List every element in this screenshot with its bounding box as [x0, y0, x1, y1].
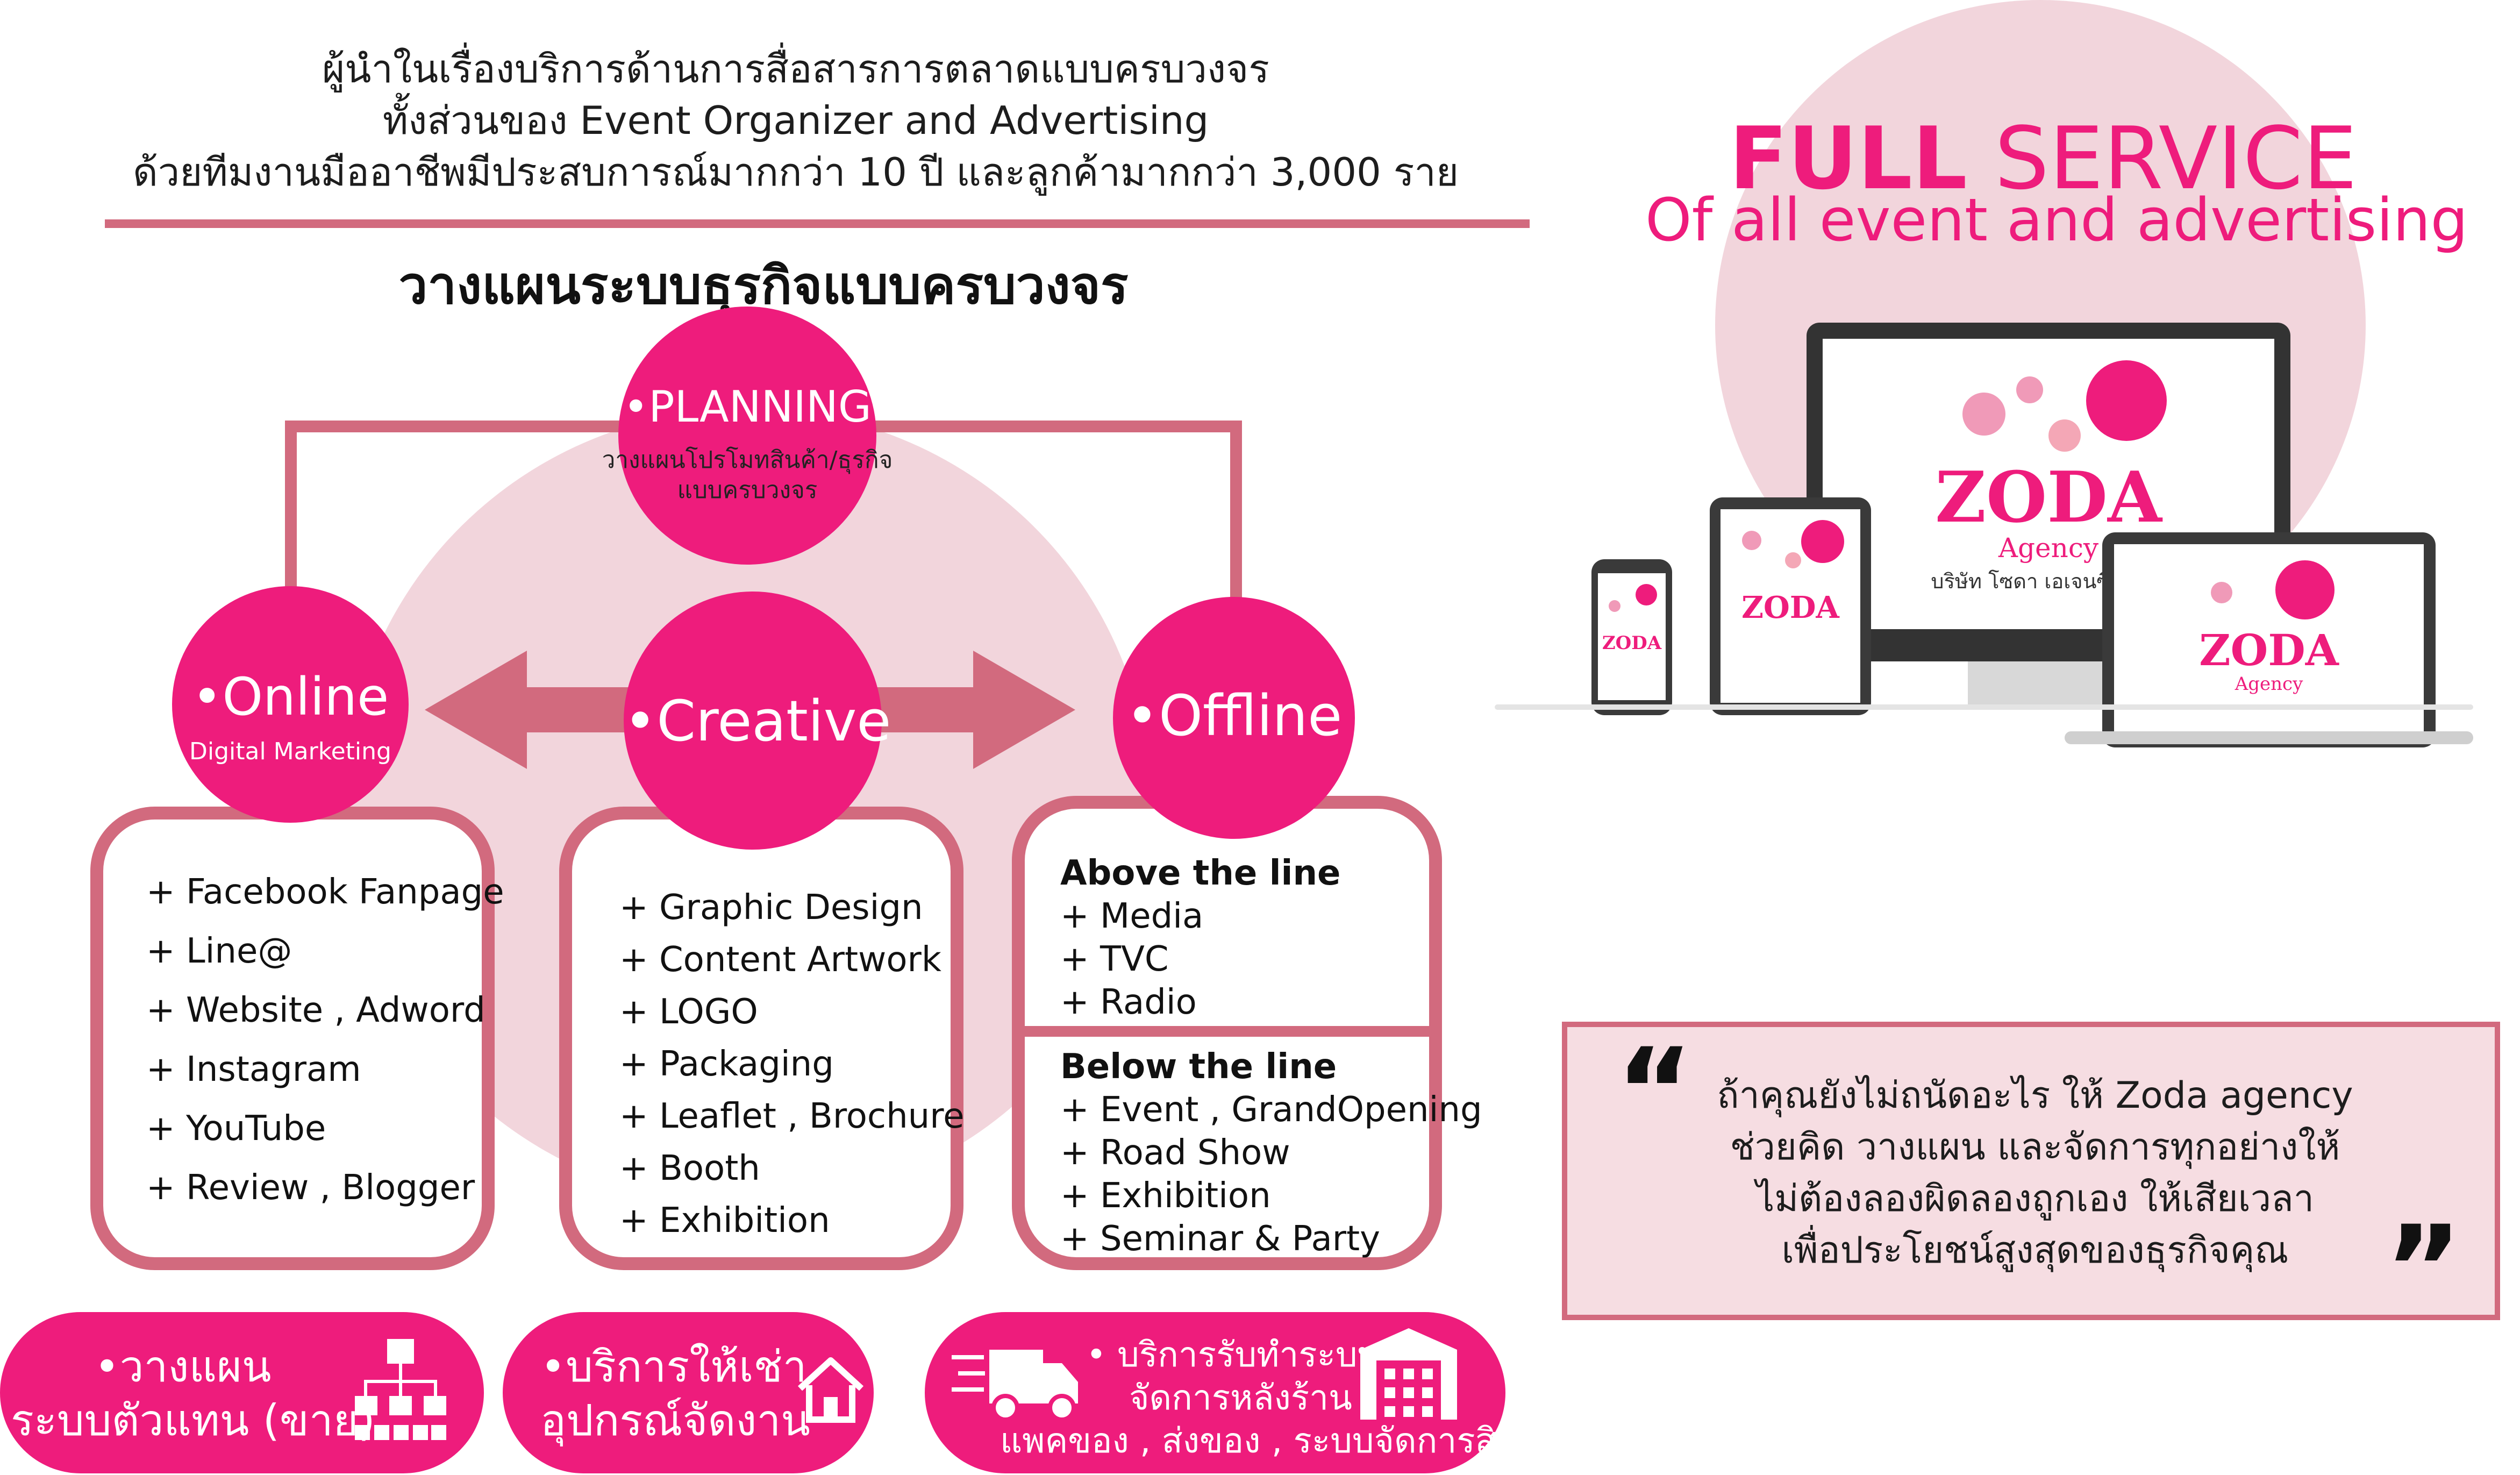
tablet-brand: ZODA — [1741, 590, 1839, 625]
online-sub: Digital Marketing — [189, 738, 391, 765]
house-icon — [797, 1357, 864, 1423]
creative-box: + Graphic Design + Content Artwork + LOG… — [559, 807, 965, 1270]
phone-brand: ZODA — [1602, 632, 1662, 654]
below-line-heading: Below the line — [1060, 1047, 1337, 1087]
hero-title: FULL SERVICE — [1694, 113, 2393, 204]
quote-line: ไม่ต้องลองผิดลองถูกเอง ให้เสียเวลา — [1756, 1178, 2314, 1220]
bubble-decor — [2211, 582, 2232, 603]
service-fulfillment-line-1: • บริการรับทำระบบ — [1086, 1335, 1380, 1375]
laptop-brand: ZODA — [2199, 625, 2339, 675]
service-fulfillment-line-2: จัดการหลังร้าน — [1129, 1378, 1352, 1418]
intro-line-2: ทั้งส่วนของ Event Organizer and Advertis… — [382, 98, 1209, 143]
creative-item: + Packaging — [619, 1044, 834, 1084]
bubble-decor — [2048, 419, 2081, 452]
tablet-screen: ZODA — [1721, 509, 1860, 703]
warehouse-icon — [1360, 1328, 1457, 1420]
quote-line: ถ้าคุณยังไม่ถนัดอะไร ให้ Zoda agency — [1717, 1074, 2353, 1117]
online-item: + Facebook Fanpage — [146, 872, 504, 912]
laptop-base — [2065, 731, 2473, 744]
above-line-heading: Above the line — [1060, 853, 1341, 893]
delivery-truck-icon — [952, 1350, 1078, 1422]
above-line-item: + Media — [1060, 896, 1204, 936]
service-agent-pill: •วางแผน ระบบตัวแทน (ขาย) — [0, 1312, 484, 1473]
phone-screen: ZODA — [1598, 573, 1666, 700]
creative-item: + Exhibition — [619, 1201, 830, 1241]
offline-box: Above the line + Media + TVC + Radio Bel… — [1012, 796, 1482, 1270]
bracket-right — [1230, 421, 1242, 614]
org-chart-icon — [355, 1339, 446, 1440]
creative-item: + Leaflet , Brochure — [619, 1096, 965, 1136]
intro-line-3: ด้วยทีมงานมืออาชีพมีประสบการณ์มากกว่า 10… — [133, 149, 1459, 195]
online-label: •Online — [191, 667, 389, 727]
bubble-decor — [1801, 520, 1844, 563]
below-line-item: + Seminar & Party — [1060, 1219, 1380, 1259]
intro-divider — [105, 219, 1530, 228]
quote-line: เพื่อประโยชน์สูงสุดของธุรกิจคุณ — [1781, 1229, 2289, 1272]
offline-label: •Offline — [1125, 683, 1343, 749]
below-line-item: + Event , GrandOpening — [1060, 1090, 1482, 1130]
quote-line: ช่วยคิด วางแผน และจัดการทุกอย่างให้ — [1730, 1126, 2340, 1168]
bubble-decor — [2016, 376, 2043, 403]
bubble-decor — [1609, 600, 1620, 612]
service-agent-line-2: ระบบตัวแทน (ขาย) — [11, 1395, 375, 1445]
bracket-left — [285, 421, 297, 614]
service-rental-line-2: อุปกรณ์จัดงาน — [540, 1395, 810, 1445]
offline-node: •Offline — [1113, 597, 1355, 839]
bubble-decor — [1636, 584, 1657, 605]
planning-node: •PLANNING วางแผนโปรโมทสินค้า/ธุรกิจ แบบค… — [602, 307, 893, 565]
bubble-decor — [2086, 360, 2167, 441]
online-node: •Online Digital Marketing — [172, 586, 409, 823]
creative-node: •Creative — [624, 592, 891, 850]
service-fulfillment-pill: • บริการรับทำระบบ จัดการหลังร้าน แพคของ … — [925, 1312, 1562, 1473]
laptop-brand-sub: Agency — [2235, 673, 2303, 695]
creative-item: + LOGO — [619, 992, 758, 1032]
online-item: + Line@ — [146, 931, 292, 971]
online-item: + Instagram — [146, 1050, 361, 1089]
online-item: + YouTube — [146, 1109, 326, 1149]
online-item: + Review , Blogger — [146, 1168, 475, 1208]
planning-sub-1: วางแผนโปรโมทสินค้า/ธุรกิจ — [602, 446, 893, 474]
online-item: + Website , Adword — [146, 991, 486, 1030]
service-fulfillment-line-3: แพคของ , ส่งของ , ระบบจัดการสินค้า — [1000, 1421, 1562, 1461]
quote-box: “ ถ้าคุณยังไม่ถนัดอะไร ให้ Zoda agency ช… — [1562, 1022, 2500, 1328]
laptop-device: ZODA Agency — [2102, 532, 2436, 747]
hero-title-full: FULL — [1729, 108, 1967, 209]
monitor-brand: ZODA — [1935, 456, 2162, 538]
bubble-decor — [1962, 393, 2005, 436]
above-line-item: + Radio — [1060, 982, 1197, 1022]
creative-item: + Graphic Design — [619, 888, 923, 928]
below-line-item: + Road Show — [1060, 1133, 1290, 1173]
hero-tagline: Of all event and advertising — [1645, 186, 2468, 254]
tablet-device: ZODA — [1710, 497, 1871, 715]
below-line-item: + Exhibition — [1060, 1176, 1271, 1216]
phone-device: ZODA — [1591, 559, 1672, 715]
creative-label: •Creative — [624, 688, 891, 754]
intro-line-1: ผู้นำในเรื่องบริการด้านการสื่อสารการตลาด… — [322, 46, 1269, 91]
service-rental-pill: •บริการให้เช่า อุปกรณ์จัดงาน — [503, 1312, 874, 1473]
monitor-brand-sub: Agency — [1998, 532, 2099, 564]
service-rental-line-1: •บริการให้เช่า — [540, 1342, 807, 1392]
creative-item: + Booth — [619, 1149, 760, 1188]
creative-item: + Content Artwork — [619, 940, 941, 980]
planning-label: •PLANNING — [623, 382, 872, 432]
above-line-item: + TVC — [1060, 939, 1169, 979]
offline-divider — [1025, 1026, 1429, 1037]
service-agent-line-1: •วางแผน — [94, 1342, 272, 1392]
hero-title-service: SERVICE — [1967, 108, 2358, 209]
devices-shadow — [1495, 704, 2473, 710]
close-quote-mark: ” — [2385, 1200, 2462, 1338]
diagram-title: วางแผนระบบธุรกิจแบบครบวงจร — [398, 255, 1129, 316]
bubble-decor — [1742, 531, 1761, 550]
bubble-decor — [2275, 560, 2335, 619]
bubble-decor — [1785, 552, 1801, 568]
open-quote-mark: “ — [1616, 1023, 1694, 1160]
planning-sub-2: แบบครบวงจร — [677, 476, 818, 504]
online-box: + Facebook Fanpage + Line@ + Website , A… — [90, 807, 504, 1270]
